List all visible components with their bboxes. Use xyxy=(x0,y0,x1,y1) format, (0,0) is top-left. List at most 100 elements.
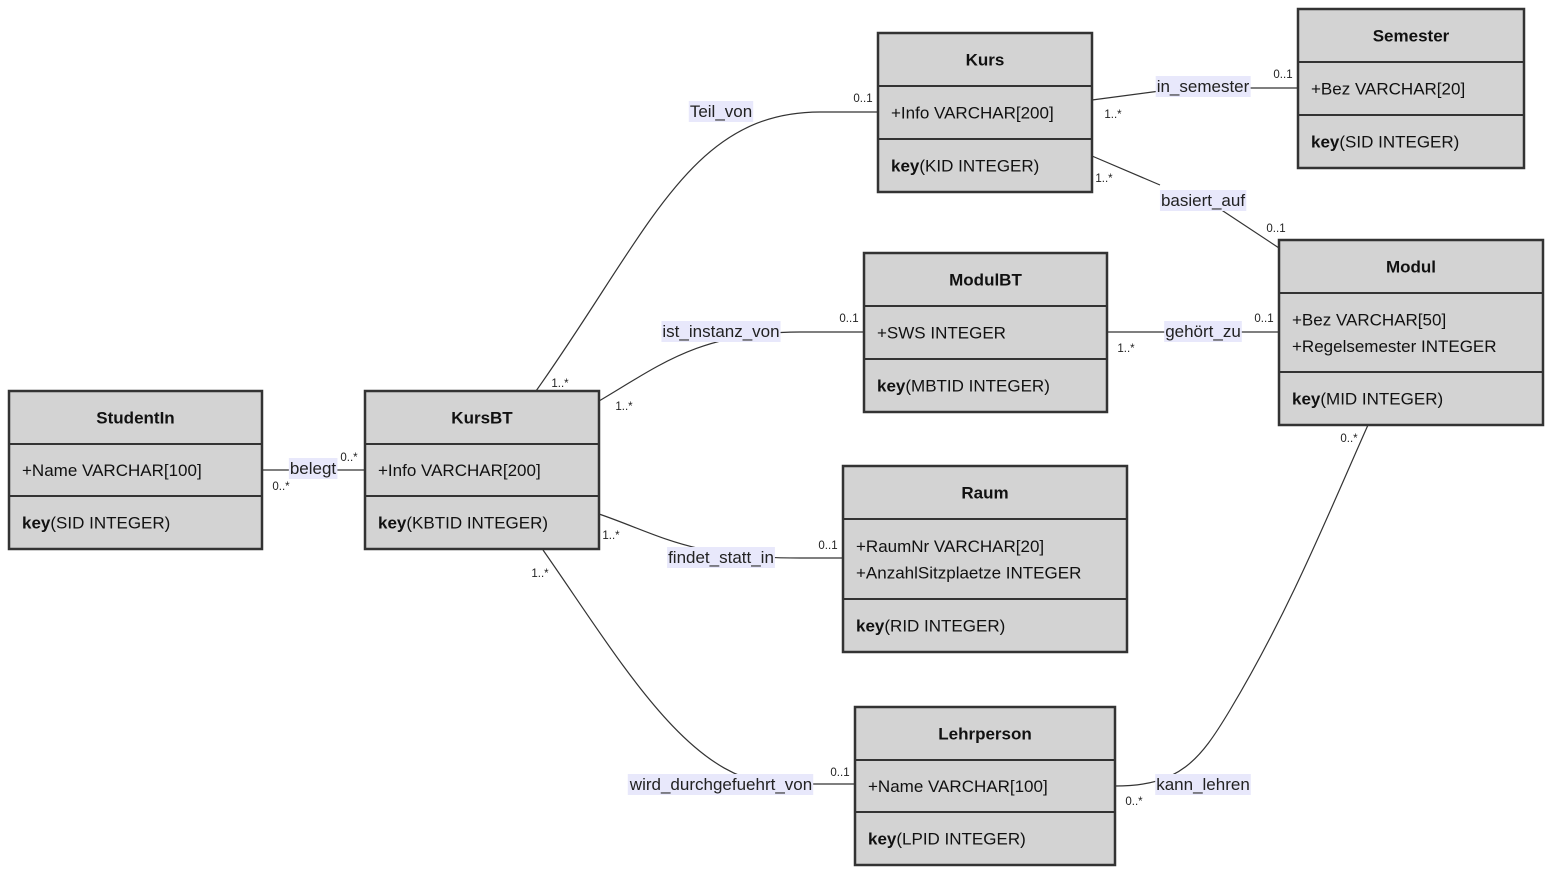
relation-label-background xyxy=(1155,774,1251,795)
entity-attribute: +SWS INTEGER xyxy=(877,324,1006,343)
entity-lehrperson[interactable]: Lehrperson+Name VARCHAR[100]key(LPID INT… xyxy=(853,705,1117,867)
cardinality-from: 1..* xyxy=(531,568,549,580)
entity-title: StudentIn xyxy=(96,409,174,428)
entity-key: key(KID INTEGER) xyxy=(891,157,1039,176)
entity-key: key(LPID INTEGER) xyxy=(868,830,1026,849)
entity-attribute: +AnzahlSitzplaetze INTEGER xyxy=(856,563,1081,582)
cardinality-from: 1..* xyxy=(615,401,633,413)
key-label: key xyxy=(877,377,906,396)
cardinality-from: 1..* xyxy=(1117,343,1135,355)
relation-label-background xyxy=(661,321,781,342)
relation-line xyxy=(598,331,864,402)
cardinality-to: 0..1 xyxy=(1266,223,1285,235)
relation-label: in_semester xyxy=(1157,77,1250,96)
relation-label-background xyxy=(688,101,754,122)
relation-label: kann_lehren xyxy=(1156,775,1250,794)
relation-label: gehört_zu xyxy=(1165,322,1241,341)
entity-title: Semester xyxy=(1373,27,1450,46)
entity-key: key(SID INTEGER) xyxy=(22,514,170,533)
entity-kurs[interactable]: Kurs +Info VARCHAR[200] key(KID INTEGER) xyxy=(876,31,1094,194)
key-label: key xyxy=(856,617,885,636)
entity-box xyxy=(853,705,1117,867)
relation-label: Teil_von xyxy=(690,102,752,121)
relation-label: belegt xyxy=(290,459,337,478)
key-value: (MID INTEGER) xyxy=(1320,390,1443,409)
relation-label: wird_durchgefuehrt_von xyxy=(629,775,812,794)
key-value: (KID INTEGER) xyxy=(919,157,1039,176)
key-label: key xyxy=(868,830,897,849)
key-label: key xyxy=(1292,390,1321,409)
entity-box xyxy=(1277,238,1545,427)
entity-semester[interactable]: Semester +Bez VARCHAR[20] key(SID INTEGER) xyxy=(1296,7,1526,170)
key-label: key xyxy=(22,514,51,533)
entity-key: key(MBTID INTEGER) xyxy=(877,377,1050,396)
entity-attribute: +Name VARCHAR[100] xyxy=(868,777,1048,796)
entity-box xyxy=(841,464,1129,654)
cardinality-from: 1..* xyxy=(1095,173,1113,185)
key-value: (KBTID INTEGER) xyxy=(406,514,548,533)
relation-findet_statt_in: findet_statt_in 1..* 0..1 xyxy=(598,513,843,568)
cardinality-from: 1..* xyxy=(1104,109,1122,121)
key-value: (SID INTEGER) xyxy=(1339,133,1459,152)
entity-raum[interactable]: Raum +RaumNr VARCHAR[20] +AnzahlSitzplaetz… xyxy=(841,464,1129,654)
cardinality-to: 0..1 xyxy=(818,540,837,552)
entity-title: Kurs xyxy=(966,51,1005,70)
relation-wird_durchgefuehrt_von: wird_durchgefuehrt_von 1..* 0..1 xyxy=(531,549,855,795)
entity-title: ModulBT xyxy=(949,271,1022,290)
entity-title: Modul xyxy=(1386,258,1436,277)
key-label: key xyxy=(1311,133,1340,152)
entity-box xyxy=(7,389,264,551)
key-label: key xyxy=(891,157,920,176)
entity-studentin[interactable]: StudentIn +Name VARCHAR[100] key(SID INTEG… xyxy=(7,389,264,551)
relation-label-background xyxy=(288,458,338,479)
entity-key: key(SID INTEGER) xyxy=(1311,133,1459,152)
cardinality-from: 1..* xyxy=(551,378,569,390)
relation-line xyxy=(1114,424,1369,787)
relation-label-background xyxy=(1164,321,1242,342)
relation-label: basiert_auf xyxy=(1161,191,1245,210)
entity-kursbt[interactable]: KursBT +Info VARCHAR[200] key(KBTID INTEGE… xyxy=(363,389,601,551)
relation-line xyxy=(535,111,878,392)
relation-ist_instanz_von: ist_instanz_von 1..* 0..1 xyxy=(598,313,864,413)
entity-box xyxy=(1296,7,1526,170)
entity-attribute: +Bez VARCHAR[50] xyxy=(1292,310,1446,329)
cardinality-to: 0..1 xyxy=(839,313,858,325)
entity-attribute: +Info VARCHAR[200] xyxy=(378,461,541,480)
key-value: (RID INTEGER) xyxy=(884,617,1005,636)
entity-attribute: +Bez VARCHAR[20] xyxy=(1311,80,1465,99)
entity-title: KursBT xyxy=(451,409,513,428)
entity-key: key(RID INTEGER) xyxy=(856,617,1005,636)
relation-label: findet_statt_in xyxy=(668,548,774,567)
relation-label-background xyxy=(1155,76,1251,97)
entity-modulbt[interactable]: ModulBT +SWS INTEGER key(MBTID INTEGER) xyxy=(862,251,1109,414)
entity-key: key(KBTID INTEGER) xyxy=(378,514,548,533)
key-value: (SID INTEGER) xyxy=(50,514,170,533)
cardinality-to: 0..1 xyxy=(830,767,849,779)
entity-title: Raum xyxy=(961,484,1008,503)
relation-label: ist_instanz_von xyxy=(662,322,779,341)
cardinality-from: 0..* xyxy=(1125,796,1143,808)
cardinality-from: 0..* xyxy=(272,481,290,493)
cardinality-from: 1..* xyxy=(602,530,620,542)
relation-label-background xyxy=(627,774,814,795)
relation-label-background xyxy=(667,547,775,568)
entity-key: key(MID INTEGER) xyxy=(1292,390,1443,409)
relation-basiert_auf: basiert_auf 1..* 0..1 xyxy=(1091,155,1286,249)
relation-line xyxy=(598,513,843,559)
entity-modul[interactable]: Modul+Bez VARCHAR[50]+Regelsemester INTE… xyxy=(1277,238,1545,427)
entity-attribute: +Info VARCHAR[200] xyxy=(891,104,1054,123)
entity-box xyxy=(862,251,1109,414)
relation-label-background xyxy=(1159,190,1247,211)
key-value: (LPID INTEGER) xyxy=(896,830,1025,849)
key-label: key xyxy=(378,514,407,533)
entity-box xyxy=(876,31,1094,194)
entity-box xyxy=(363,389,601,551)
key-value: (MBTID INTEGER) xyxy=(905,377,1050,396)
relation-line xyxy=(542,549,855,785)
entity-attribute: +RaumNr VARCHAR[20] xyxy=(856,537,1044,556)
entity-attribute: +Name VARCHAR[100] xyxy=(22,461,202,480)
